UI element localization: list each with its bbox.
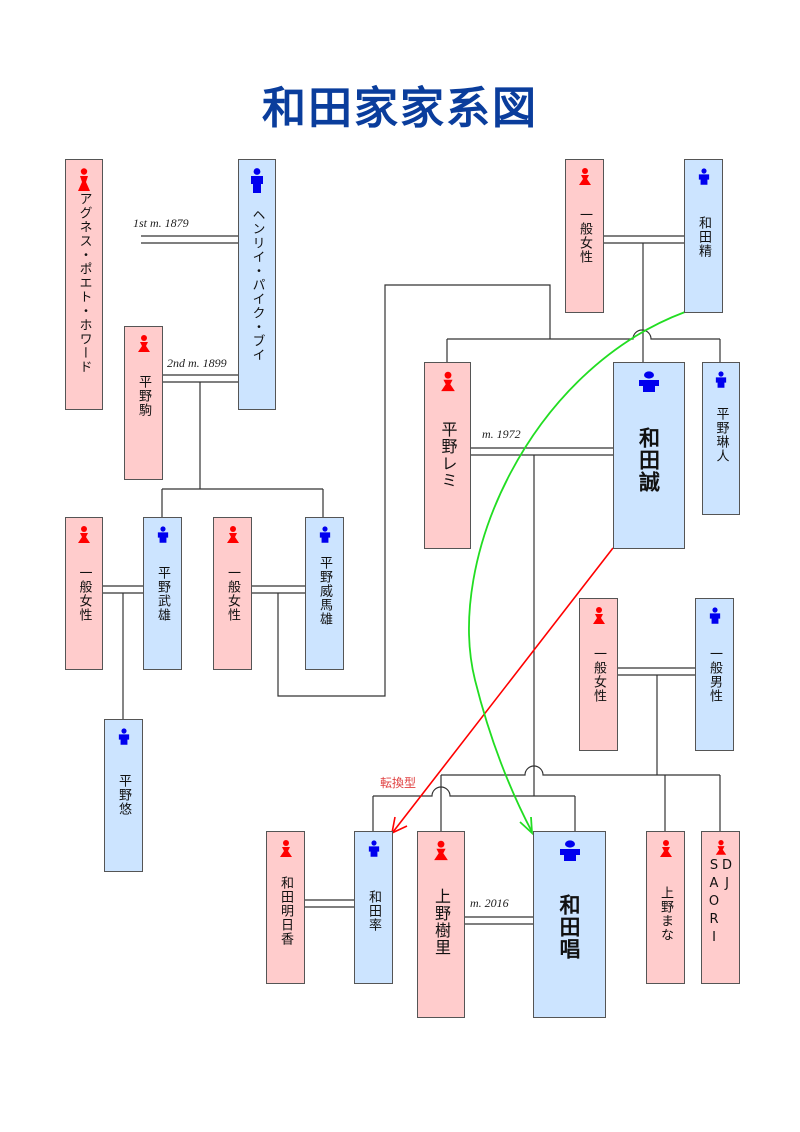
female-icon (715, 840, 726, 855)
person-yu[interactable]: 平野悠 (104, 719, 143, 872)
male-icon (639, 371, 659, 392)
male-icon (118, 728, 129, 745)
person-name: 一般女性 (591, 647, 606, 703)
female-icon (578, 168, 591, 185)
person-koma[interactable]: 平野駒 (124, 326, 163, 480)
female-icon (226, 526, 239, 543)
person-woman2[interactable]: 一般女性 (213, 517, 252, 670)
male-icon (709, 607, 720, 624)
relation-note: 転換型 (380, 776, 417, 790)
person-juri[interactable]: 上野樹里 (417, 831, 465, 1018)
person-name: 平野琳人 (713, 407, 729, 463)
person-sei[interactable]: 和田精 (684, 159, 723, 313)
person-name: 平野威馬雄 (317, 556, 332, 626)
sibling-bar (373, 786, 575, 797)
person-takeo[interactable]: 平野武雄 (143, 517, 182, 670)
marriage-label: m. 1972 (482, 427, 521, 441)
person-name: 和田精 (696, 216, 711, 258)
male-icon (319, 526, 330, 543)
male-icon (559, 840, 580, 861)
person-man1[interactable]: 一般男性 (695, 598, 734, 751)
female-icon (78, 168, 90, 191)
female-icon (592, 607, 605, 624)
marriage-label: m. 2016 (470, 896, 509, 910)
female-icon (659, 840, 672, 857)
person-name: DJ SAORI (706, 857, 735, 948)
male-icon (251, 168, 263, 193)
person-name: 和田明日香 (278, 876, 293, 946)
page-title: 和田家家系図 (262, 83, 538, 134)
female-icon (78, 526, 90, 543)
person-name: 和田率 (366, 890, 381, 932)
person-name: 一般女性 (225, 566, 240, 622)
person-name: 一般男性 (707, 647, 722, 703)
person-name: 平野武雄 (155, 566, 170, 622)
person-name: 一般女性 (577, 208, 592, 264)
descent-line (277, 284, 551, 697)
person-name: 平野悠 (116, 774, 131, 816)
person-woman1[interactable]: 一般女性 (65, 517, 103, 670)
male-icon (368, 840, 379, 857)
male-icon (715, 371, 727, 388)
person-henry[interactable]: ヘンリイ・パイク・ブイ (238, 159, 276, 410)
person-name: 平野駒 (136, 375, 151, 417)
person-remi[interactable]: 平野レミ (424, 362, 471, 549)
female-icon (137, 335, 150, 352)
person-ritsu[interactable]: 和田率 (354, 831, 393, 984)
marriage-label: 1st m. 1879 (133, 216, 189, 230)
female-icon (434, 840, 448, 861)
sibling-bar (441, 765, 720, 776)
person-name: ヘンリイ・パイク・ブイ (249, 208, 265, 362)
female-icon (279, 840, 292, 857)
person-name: 平野レミ (438, 421, 458, 489)
female-icon (440, 371, 455, 392)
male-icon (157, 526, 168, 543)
person-name: 和田唱 (557, 894, 582, 960)
person-asuka[interactable]: 和田明日香 (266, 831, 305, 984)
male-icon (698, 168, 709, 185)
person-woman3[interactable]: 一般女性 (565, 159, 604, 313)
person-name: アグネス・ポエト・ホワード (76, 192, 92, 374)
person-rinto[interactable]: 平野琳人 (702, 362, 740, 515)
green-relation-arrow (468, 311, 686, 836)
person-name: 上野樹里 (432, 888, 451, 956)
person-woman4[interactable]: 一般女性 (579, 598, 618, 751)
person-sho[interactable]: 和田唱 (533, 831, 606, 1018)
person-imao[interactable]: 平野威馬雄 (305, 517, 344, 670)
person-makoto[interactable]: 和田誠 (613, 362, 685, 549)
person-name: 和田誠 (636, 427, 662, 493)
marriage-label: 2nd m. 1899 (167, 356, 227, 370)
sibling-bar (447, 329, 720, 340)
person-saori[interactable]: DJ SAORI (701, 831, 740, 984)
person-name: 上野まな (658, 886, 673, 942)
person-agnes[interactable]: アグネス・ポエト・ホワード (65, 159, 103, 410)
person-name: 一般女性 (76, 566, 92, 622)
person-mana[interactable]: 上野まな (646, 831, 685, 984)
